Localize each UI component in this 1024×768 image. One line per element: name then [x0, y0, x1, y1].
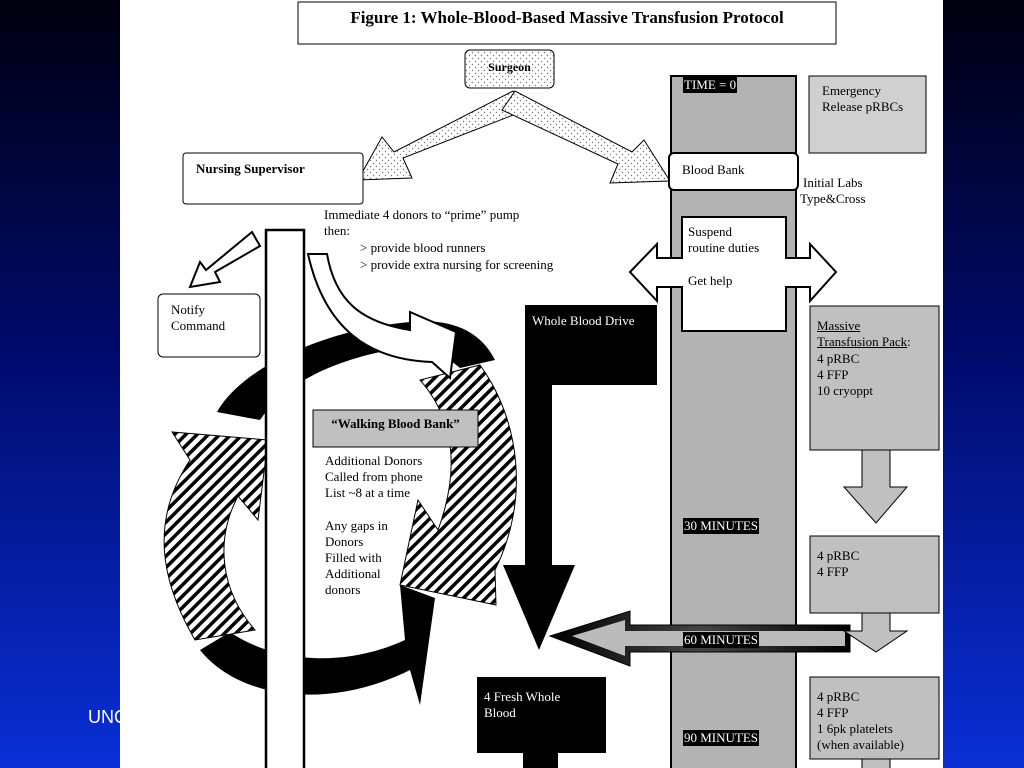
sixty-minutes-label: 60 MINUTES	[683, 632, 760, 648]
slide-footer-text: UNC	[88, 707, 127, 727]
pack-90-items: 4 pRBC 4 FFP 1 6pk platelets (when avail…	[817, 689, 904, 752]
timeline-column	[670, 75, 797, 768]
arrow-to-blood-bank	[501, 90, 671, 184]
blood-bank-label: Blood Bank	[682, 162, 745, 177]
nursing-supervisor-box	[182, 152, 364, 205]
ninety-minutes-label: 90 MINUTES	[683, 730, 760, 746]
fresh-whole-blood-box	[477, 677, 606, 753]
surgeon-label: Surgeon	[488, 60, 531, 74]
massive-pack-title: Massive Transfusion Pack	[817, 318, 908, 349]
cycle-arrow-black-bottom	[200, 585, 435, 705]
emergency-release-label: Emergency Release pRBCs	[822, 83, 904, 114]
thirty-minutes-label: 30 MINUTES	[683, 518, 760, 534]
get-help-double-arrow	[628, 216, 838, 332]
notify-command-label: Notify Command	[171, 302, 226, 333]
massive-pack-title-colon: :	[907, 334, 911, 349]
arrow-to-notify-command	[188, 230, 262, 289]
pack-90-box	[809, 676, 940, 760]
supervisor-instructions-line3: > provide blood runners	[360, 240, 486, 255]
whole-blood-drive-arrow	[503, 305, 657, 650]
curved-arrow-to-walking-bank	[306, 253, 458, 381]
figure-page: Figure 1: Whole-Blood-Based Massive Tran…	[120, 0, 943, 768]
walking-blood-bank-text1: Additional Donors Called from phone List…	[325, 453, 423, 500]
supervisor-instructions-line4: > provide extra nursing for screening	[360, 257, 554, 272]
supervisor-instructions-line2: then:	[324, 223, 350, 238]
get-help-label: Get help	[688, 273, 733, 288]
title-frame	[297, 1, 837, 45]
massive-pack-items: 4 pRBC 4 FFP 10 cryoppt	[817, 351, 873, 398]
surgeon-box	[464, 49, 555, 89]
suspend-duties-label: Suspend routine duties	[688, 224, 760, 255]
pack-90-down-arrow	[861, 758, 891, 768]
massive-pack-down-arrow	[842, 449, 909, 524]
cycle-arrow-hatched-left	[163, 431, 269, 641]
figure-diagram-canvas	[157, 1, 940, 768]
whole-blood-drive-label: Whole Blood Drive	[532, 313, 635, 328]
notify-command-box	[157, 293, 261, 358]
figure-title: Figure 1: Whole-Blood-Based Massive Tran…	[350, 8, 784, 27]
pack-30-items: 4 pRBC 4 FFP	[817, 548, 860, 579]
pack-30-box	[809, 535, 940, 614]
walking-blood-bank-box	[312, 409, 479, 448]
nursing-supervisor-label: Nursing Supervisor	[196, 161, 305, 176]
arrow-to-nursing-supervisor	[357, 90, 527, 181]
blood-bank-box	[668, 152, 799, 191]
time-zero-label: TIME = 0	[683, 77, 738, 93]
walking-blood-bank-label: “Walking Blood Bank”	[331, 416, 460, 431]
supervisor-instructions-line1: Immediate 4 donors to “prime” pump	[324, 207, 520, 222]
emergency-release-box	[808, 75, 927, 154]
massive-pack-heading: Massive Transfusion Pack:	[817, 318, 911, 350]
walking-blood-bank-text2: Any gaps in Donors Filled with Additiona…	[325, 518, 388, 597]
massive-pack-box	[809, 305, 940, 451]
fresh-whole-blood-stem	[523, 752, 558, 768]
initial-labs-label: Initial Labs Type&Cross	[800, 175, 866, 206]
nursing-column	[264, 228, 306, 768]
fresh-whole-blood-label: 4 Fresh Whole Blood	[484, 689, 561, 720]
pack-30-down-arrow	[842, 612, 909, 653]
